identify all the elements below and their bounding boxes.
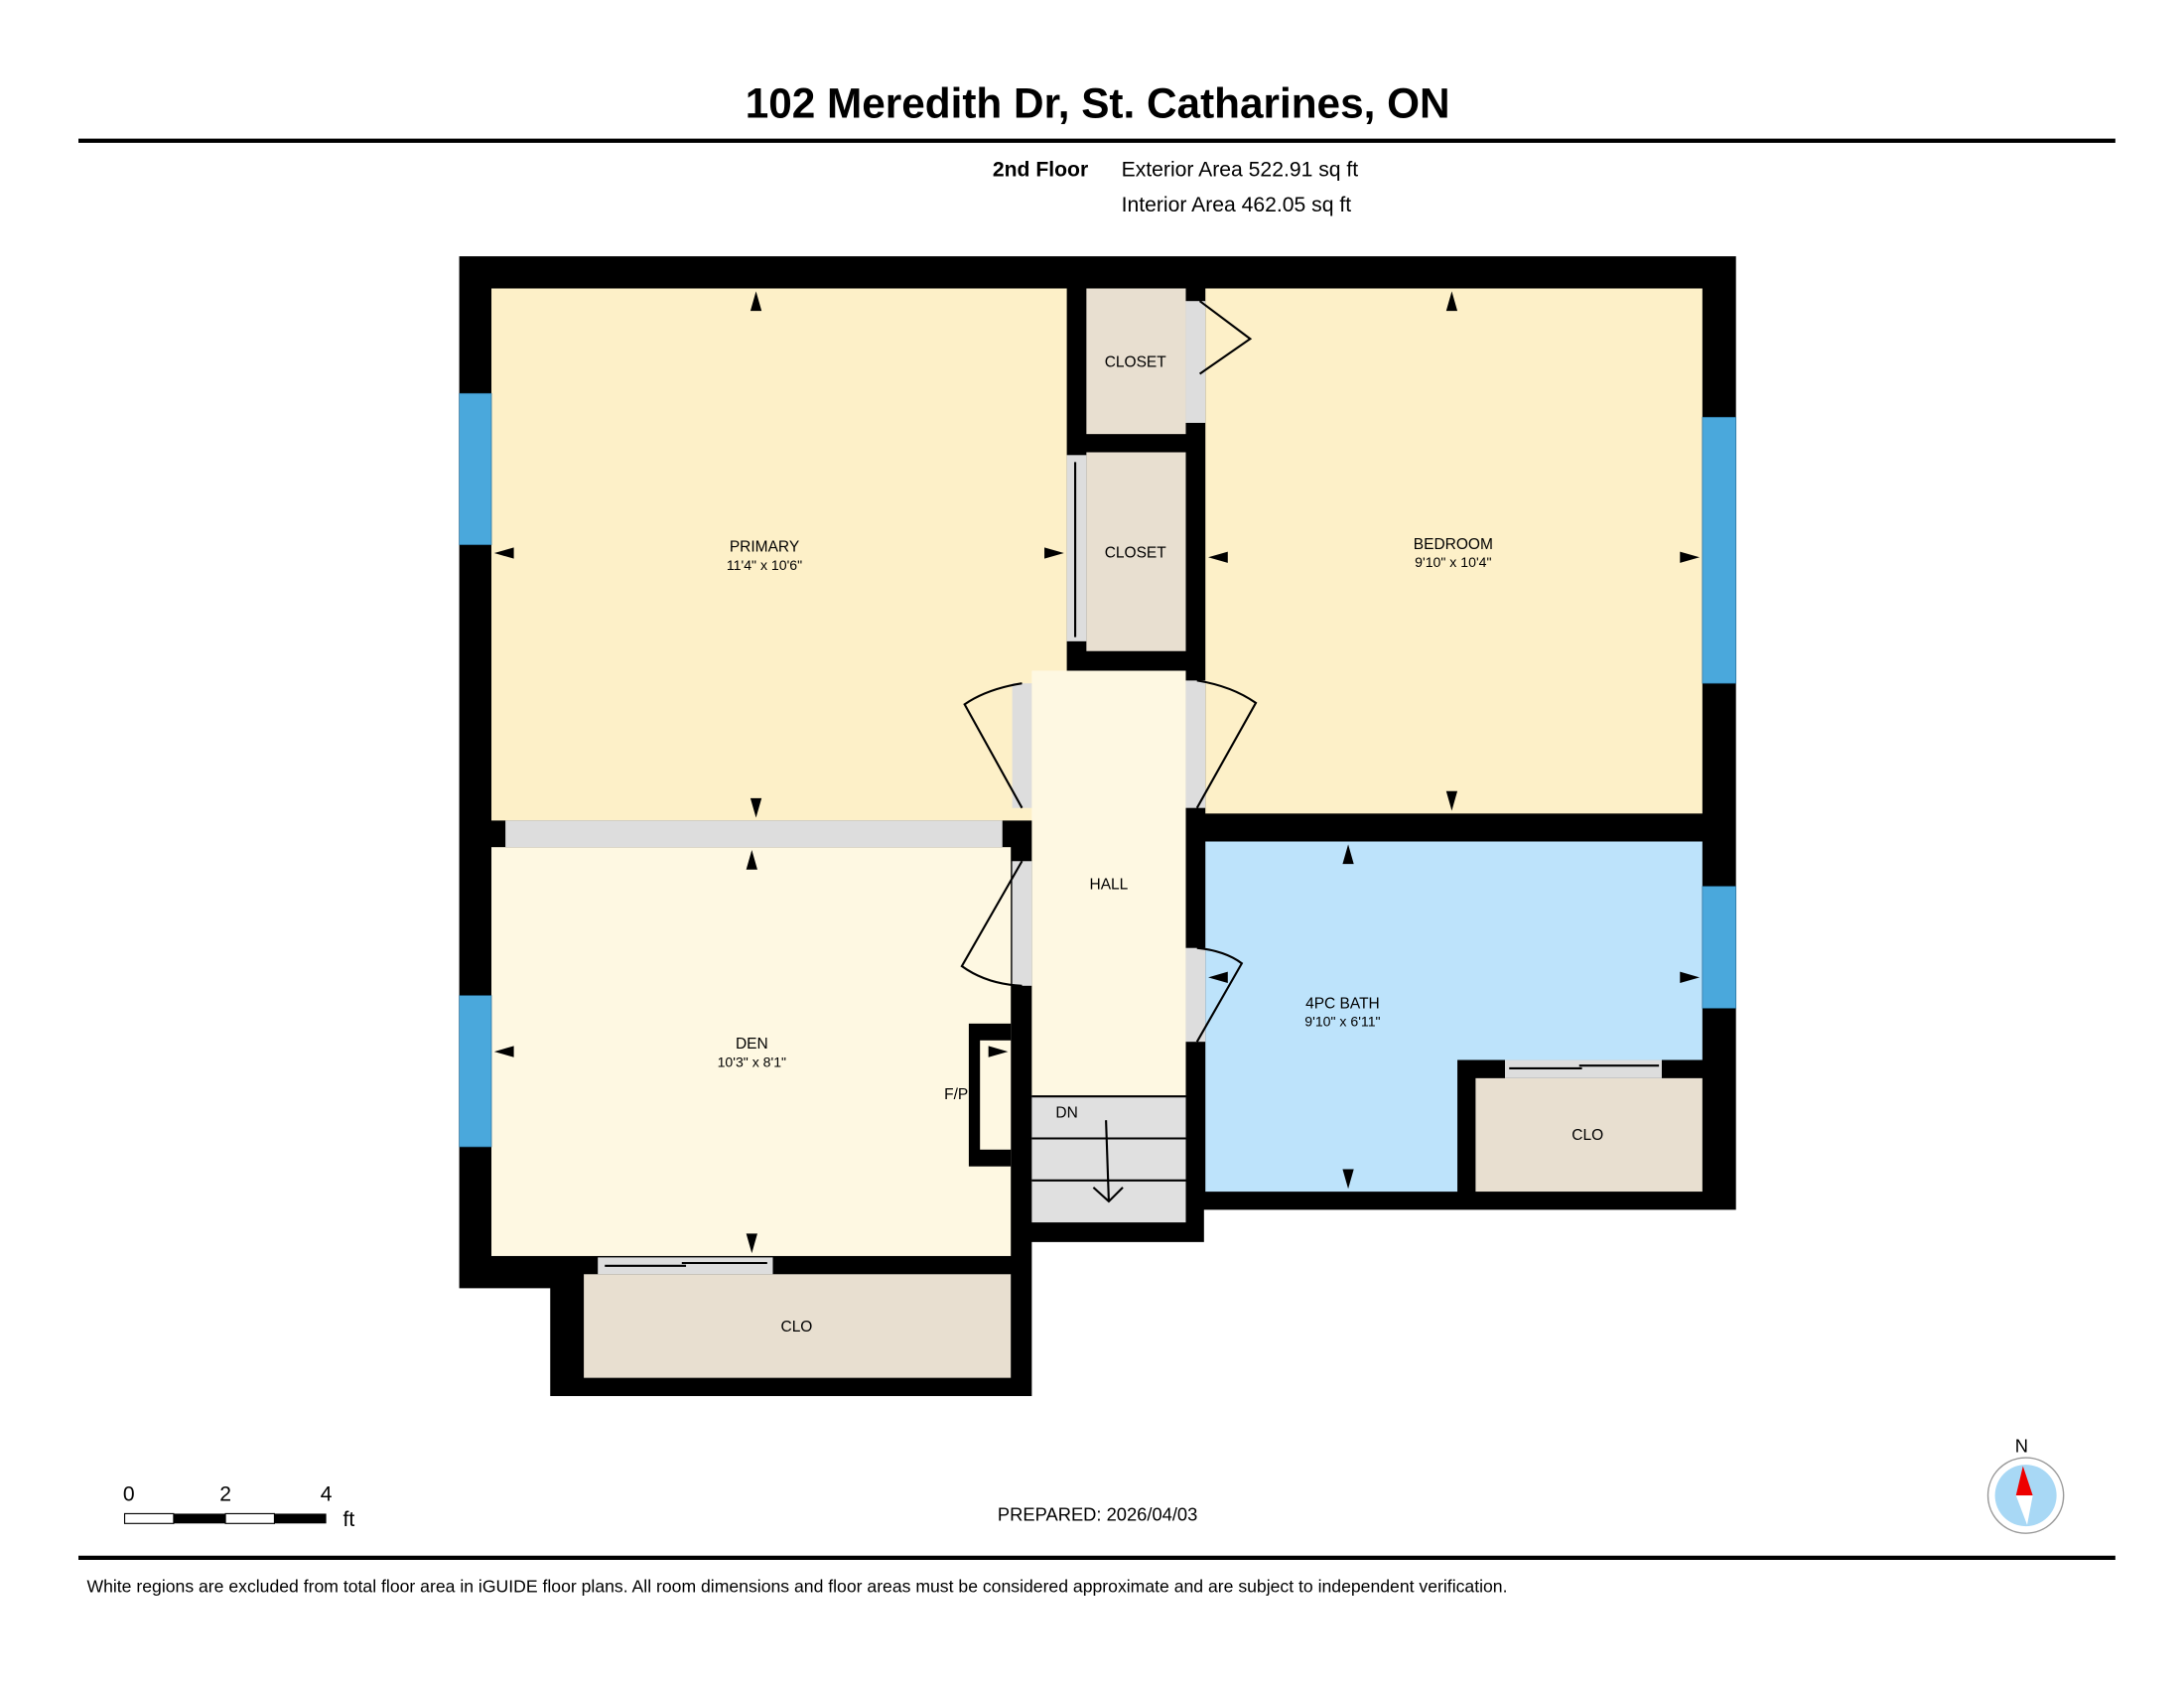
scale-unit: ft (343, 1508, 355, 1531)
door-hall-bath (1185, 947, 1206, 1043)
window (459, 392, 492, 545)
room-label-stairs: DN (1055, 1104, 1077, 1121)
room-bath-closet (1475, 1077, 1703, 1193)
room-label-primary: PRIMARY (730, 539, 799, 556)
door-closet-bedroom (1185, 301, 1206, 423)
compass-north-label: N (2015, 1435, 2028, 1456)
room-hall (1031, 670, 1186, 1097)
room-den-closet (584, 1274, 1012, 1378)
room-dims-bath: 9'10" x 6'11" (1304, 1014, 1380, 1030)
room-label-bath-closet: CLO (1571, 1127, 1603, 1144)
room-bedroom (1205, 288, 1703, 814)
room-label-hall: HALL (1090, 876, 1129, 893)
compass-icon: N (1986, 1435, 2065, 1534)
scale-tick-0: 0 (123, 1483, 135, 1506)
door-primary-hall (1012, 683, 1032, 808)
interior-area: Interior Area 462.05 sq ft (1122, 194, 1352, 216)
prepared-date: PREPARED: 2026/04/03 (998, 1503, 1197, 1524)
window (1702, 886, 1737, 1009)
exterior-area: Exterior Area 522.91 sq ft (1122, 159, 1359, 182)
room-closet-1 (1086, 288, 1186, 435)
window (459, 995, 492, 1148)
room-label-den: DEN (736, 1036, 768, 1053)
footer-disclaimer: White regions are excluded from total fl… (86, 1576, 1507, 1596)
opening-primary-den (505, 820, 1003, 848)
room-bath (1205, 841, 1703, 1193)
room-primary (491, 288, 1067, 821)
room-closet-2 (1086, 452, 1186, 651)
room-label-bath: 4PC BATH (1305, 995, 1380, 1012)
door-hall-bedroom (1185, 680, 1206, 808)
scale-tick-2: 2 (219, 1483, 231, 1506)
stairs-down-arrow-icon (1092, 1120, 1124, 1203)
floor-label: 2nd Floor (993, 159, 1088, 182)
room-dims-den: 10'3" x 8'1" (718, 1055, 786, 1070)
scale-tick-4: 4 (321, 1483, 333, 1506)
room-label-closet-1: CLOSET (1105, 353, 1167, 370)
room-label-den-closet: CLO (781, 1319, 813, 1336)
scale-bar: 0 2 4 ft (123, 1483, 355, 1531)
page-title: 102 Meredith Dr, St. Catharines, ON (746, 79, 1450, 126)
header-rule (78, 138, 2116, 143)
door-closet-primary (1066, 455, 1087, 641)
footer-rule (78, 1555, 2116, 1560)
fireplace-label: F/P (944, 1086, 968, 1103)
door-bath-closet (1505, 1059, 1662, 1078)
room-dims-primary: 11'4" x 10'6" (727, 557, 802, 573)
room-dims-bedroom: 9'10" x 10'4" (1415, 554, 1491, 570)
window (1702, 416, 1737, 684)
door-den-hall (1012, 861, 1032, 986)
room-label-bedroom: BEDROOM (1414, 536, 1493, 553)
room-den (491, 847, 1012, 1256)
dimension-arrows (493, 291, 1701, 1254)
room-label-closet-2: CLOSET (1105, 544, 1167, 561)
